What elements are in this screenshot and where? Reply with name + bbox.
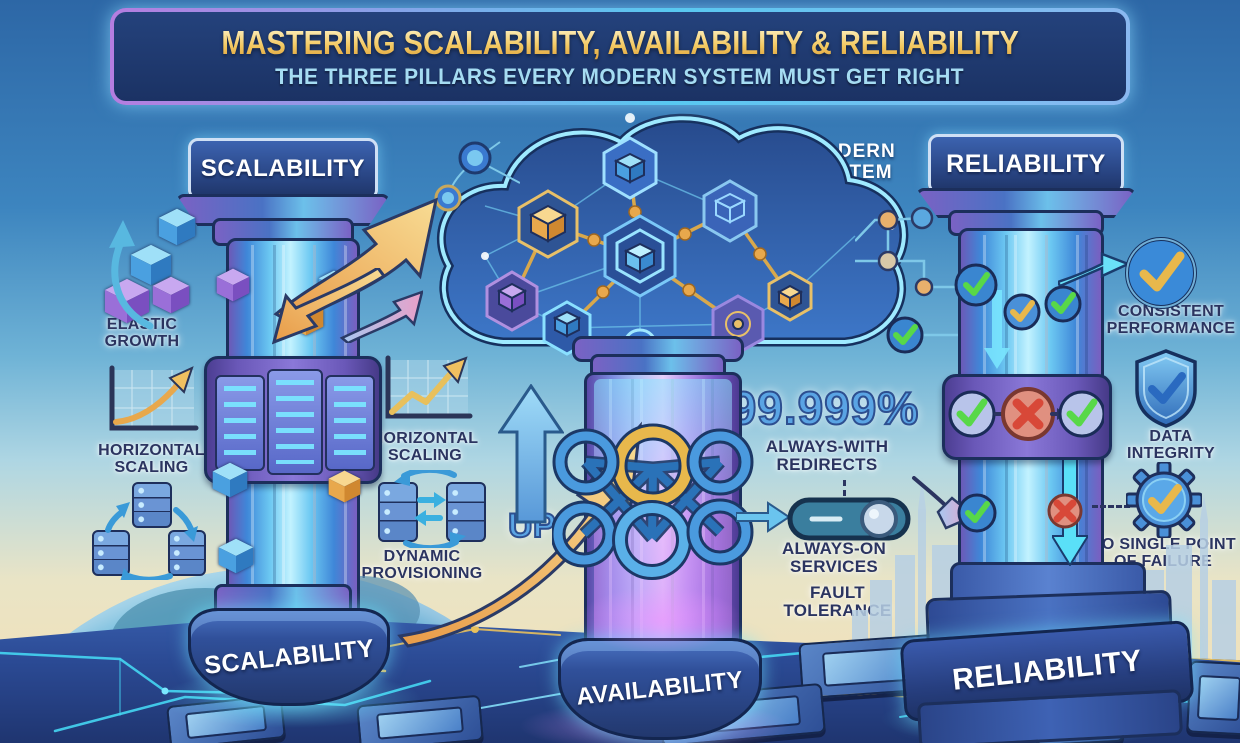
cpu-chip-icon — [1186, 660, 1240, 736]
consistent-performance-label: CONSISTENT PERFORMANCE — [1106, 303, 1236, 338]
consistent-performance-check-icon — [1125, 237, 1197, 309]
check-circle-icon — [954, 263, 998, 307]
check-circle-icon — [1003, 293, 1041, 331]
dashed-connector — [843, 480, 846, 496]
always-on-services-label: ALWAYS-ON SERVICES — [781, 539, 887, 577]
scaling-chart-icon — [385, 355, 473, 419]
network-nodes-left — [434, 141, 520, 212]
no-spof-gear-icon — [1126, 462, 1202, 538]
check-circle-icon — [886, 316, 924, 354]
check-circle-icon — [957, 493, 997, 533]
cube-icon — [130, 244, 172, 286]
scalability-sign: SCALABILITY — [188, 138, 378, 200]
uptime-value: 99.999% — [730, 382, 920, 434]
availability-base-label: AVAILABILITY — [575, 666, 745, 711]
down-arrow-icon — [984, 290, 1010, 369]
scale-up-arrow-icon — [339, 290, 423, 343]
cube-icon — [158, 208, 196, 246]
cube-icon — [212, 462, 248, 498]
always-with-redirects-label: ALWAYS-WITH REDIRECTS — [765, 437, 889, 475]
cube-icon — [218, 538, 254, 574]
ring-network-icon — [552, 423, 754, 580]
scalability-base-label: SCALABILITY — [202, 633, 376, 680]
reliability-base-label: RELIABILITY — [950, 644, 1144, 697]
data-integrity-label: DATA INTEGRITY — [1126, 428, 1216, 463]
elastic-growth-arrow-icon — [109, 220, 154, 330]
scalability-sign-label: SCALABILITY — [200, 155, 366, 182]
cube-icon — [152, 276, 190, 314]
reliability-sign: RELIABILITY — [928, 134, 1124, 194]
scale-out-arrow-icon — [272, 268, 387, 345]
horizontal-scaling-label: HORIZONTAL SCALING — [371, 430, 479, 465]
cloud-modern-system — [436, 113, 909, 362]
toggle-in-arrow-icon — [736, 501, 790, 533]
scalability-band — [204, 356, 382, 484]
to-check-arrow-icon — [1058, 252, 1130, 286]
server-cycle-icon — [92, 482, 210, 580]
availability-glow — [575, 585, 745, 655]
health-sequence-icons — [948, 387, 1104, 441]
data-integrity-shield-icon — [1135, 349, 1197, 428]
title-banner: MASTERING SCALABILITY, AVAILABILITY & RE… — [110, 8, 1130, 105]
network-nodes-right — [855, 206, 965, 354]
cube-icon — [216, 268, 250, 302]
subtitle: THE THREE PILLARS EVERY MODERN SYSTEM MU… — [275, 63, 965, 89]
check-circle-icon — [1044, 285, 1082, 323]
dashed-connector — [1092, 505, 1130, 508]
dynamic-provisioning-label: DYNAMIC PROVISIONING — [361, 548, 483, 583]
cube-icon — [328, 470, 361, 503]
horizontal-scaling-label: HORIZONTAL SCALING — [98, 442, 205, 477]
failover-toggle-icon — [787, 497, 911, 541]
growth-chart-icon — [109, 365, 199, 431]
dynamic-provisioning-icon — [378, 470, 486, 548]
error-x-icon — [1047, 493, 1083, 529]
reliability-sign-label: RELIABILITY — [946, 149, 1106, 178]
main-title: MASTERING SCALABILITY, AVAILABILITY & RE… — [221, 23, 1019, 61]
scale-up-big-arrow-icon — [498, 384, 564, 524]
